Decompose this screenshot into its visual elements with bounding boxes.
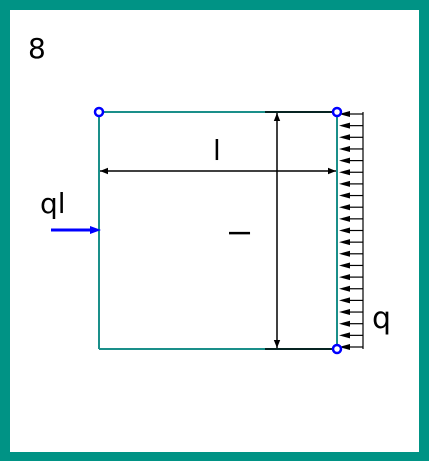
horizontal-dimension-label: l bbox=[213, 134, 221, 167]
distributed-load bbox=[339, 111, 364, 350]
frame-top bbox=[0, 0, 429, 10]
frame-right bbox=[419, 0, 429, 461]
load-arrow-head bbox=[339, 157, 350, 164]
vertical-dimension-label: l bbox=[224, 229, 257, 237]
load-arrow-head bbox=[339, 250, 350, 257]
load-arrow-head bbox=[339, 320, 350, 327]
panel-number: 8 bbox=[28, 32, 46, 65]
hinge-support-bottom-right bbox=[331, 343, 343, 355]
load-arrow-head bbox=[339, 215, 350, 222]
frame-bottom bbox=[0, 452, 429, 461]
hinge-support-top-right bbox=[331, 106, 343, 118]
point-force bbox=[51, 226, 101, 234]
frame-left bbox=[0, 0, 10, 461]
load-arrow-head bbox=[339, 274, 350, 281]
load-arrow-head bbox=[339, 297, 350, 304]
vertical-dimension bbox=[265, 111, 336, 350]
load-arrow-head bbox=[339, 239, 350, 246]
load-arrow-head bbox=[339, 227, 350, 234]
load-arrow-head bbox=[339, 169, 350, 176]
load-arrow-head bbox=[339, 134, 350, 141]
load-arrow-head bbox=[339, 180, 350, 187]
distributed-load-label: q bbox=[372, 301, 391, 336]
load-arrow-head bbox=[339, 262, 350, 269]
load-arrow-head bbox=[339, 122, 350, 129]
hinge-support-top-left bbox=[93, 106, 105, 118]
load-arrow-head bbox=[339, 145, 350, 152]
load-arrow-head bbox=[339, 332, 350, 339]
point-force-arrowhead bbox=[90, 226, 101, 234]
point-force-label: ql bbox=[40, 187, 66, 220]
load-arrow-head bbox=[339, 111, 350, 117]
supports bbox=[93, 106, 343, 355]
load-arrow-head bbox=[339, 204, 350, 211]
load-arrow-head bbox=[339, 192, 350, 199]
load-arrow-head bbox=[339, 344, 350, 350]
load-arrow-head bbox=[339, 309, 350, 316]
load-arrow-head bbox=[339, 285, 350, 292]
